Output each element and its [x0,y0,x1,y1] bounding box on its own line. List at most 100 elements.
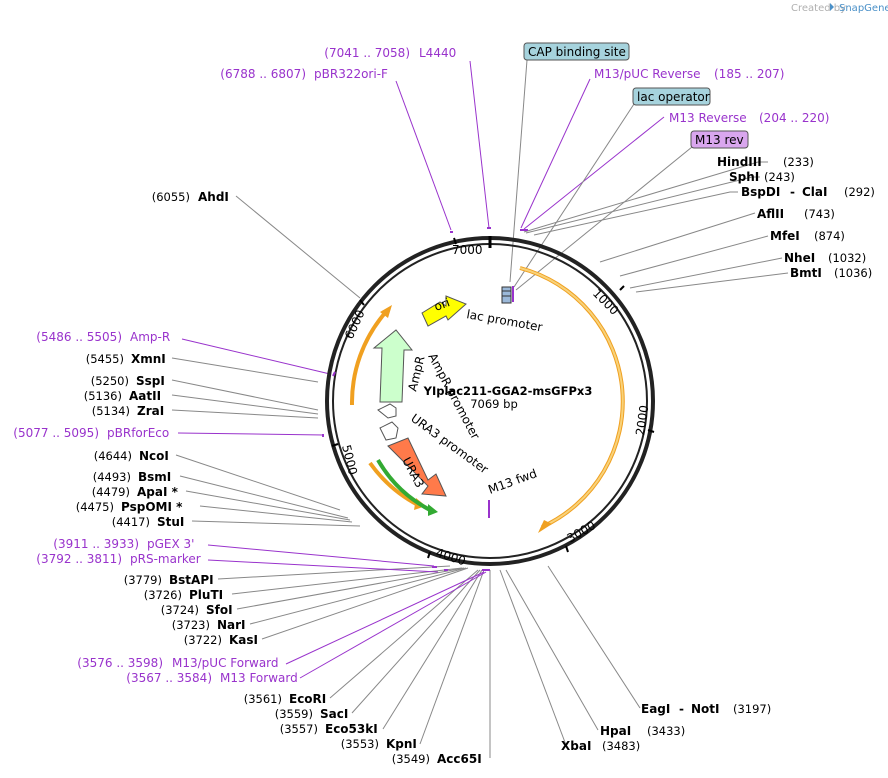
site-leader-lines [171,161,789,758]
feat-m13-forward: M13 Forward [220,671,298,685]
site-hpai-pos: (3433) [647,724,685,738]
site-stui-pos: (4417) [112,515,150,529]
ampr-orf-arrowhead [380,305,392,318]
feat-amp-r: Amp-R [130,330,170,344]
ampr-promoter-arrow [377,403,397,419]
lac-region-marker [501,286,514,304]
ura3-orf-arc [368,461,419,507]
plasmid-name: YIplac211-GGA2-msGFPx3 [423,384,593,398]
site-eco53ki: Eco53kI [325,722,378,736]
cap-binding-site-label: CAP binding site [528,45,626,59]
feat-m13puc-reverse-range: (185 .. 207) [714,67,784,81]
site-kpni-pos: (3553) [341,737,379,751]
right-site-labels: HindIII (233) SphI (243) BspDI - ClaI (2… [717,155,875,280]
site-ncoi: NcoI [139,449,169,463]
tick-2000: 2000 [633,404,651,436]
site-xmni-pos: (5455) [86,352,124,366]
site-pluti: PluTI [189,588,223,602]
feat-pbrforeco: pBRforEco [107,426,169,440]
m13-fwd-label: M13 fwd [486,466,539,497]
site-sfoi: SfoI [206,603,233,617]
feat-m13puc-forward: M13/pUC Forward [172,656,279,670]
site-bspdi: BspDI [741,185,780,199]
site-noti-pos: (3197) [733,702,771,716]
feature-leader-lines [177,60,665,679]
orf-arcs [349,266,625,533]
lac-promoter-label: lac promoter [465,307,543,334]
snapgene-logo-icon [830,3,834,11]
site-aflii-pos: (743) [804,207,835,221]
feat-pbr322ori: pBR322ori-F [314,67,388,81]
tick-marks [331,237,655,559]
site-zrai-pos: (5134) [92,404,130,418]
site-sphi-pos: (243) [764,170,795,184]
site-kpni: KpnI [386,737,417,751]
site-mfei: MfeI [770,229,800,243]
created-by-text: Created by [791,3,846,14]
site-aflii: AflII [757,207,784,221]
site-xbai: XbaI [561,739,591,753]
site-aatii: AatII [129,389,161,403]
feat-pgex3-range: (3911 .. 3933) [53,537,139,551]
feat-prs-marker: pRS-marker [130,552,201,566]
site-nhei: NheI [784,251,815,265]
site-ncoi-pos: (4644) [94,449,132,463]
ura3-green-arrowhead [428,504,438,516]
site-sphi: SphI [729,170,759,184]
site-clai: ClaI [802,185,827,199]
site-saci: SacI [320,707,348,721]
site-eagi-sep: - [679,702,684,716]
site-stui: StuI [157,515,184,529]
tick-3000: 3000 [565,518,598,545]
ampr-arrow [372,329,414,403]
snapgene-brand: SnapGene [839,3,888,14]
large-orf-arc-inner [519,267,624,528]
site-sfoi-pos: (3724) [161,603,199,617]
feat-m13puc-forward-range: (3576 .. 3598) [77,656,163,670]
feat-l4440-range: (7041 .. 7058) [324,46,410,60]
boxed-feature-cap: CAP binding site [523,42,630,61]
site-clai-pos: (292) [844,185,875,199]
ura3-promoter-arrow [379,421,399,441]
site-noti: NotI [691,702,720,716]
site-ahdi: AhdI [198,190,229,204]
feat-prs-marker-range: (3792 .. 3811) [36,552,122,566]
ampr-orf-arc [349,311,387,406]
site-acc65i-pos: (3549) [392,752,430,766]
feat-pgex3: pGEX 3' [147,537,194,551]
site-nhei-pos: (1032) [828,251,866,265]
site-bsmi-pos: (4493) [93,470,131,484]
lac-operator-label: lac operator [637,90,710,104]
site-ecori: EcoRI [289,692,326,706]
feat-m13-forward-range: (3567 .. 3584) [126,671,212,685]
site-hindiii: HindIII [717,155,762,169]
site-saci-pos: (3559) [275,707,313,721]
boxed-feature-m13rev: M13 rev [690,130,749,149]
site-xmni: XmnI [131,352,166,366]
feat-l4440: L4440 [419,46,456,60]
site-sspi: SspI [136,374,165,388]
site-acc65i: Acc65I [437,752,482,766]
site-apai-pos: (4479) [92,485,130,499]
site-nari: NarI [217,618,246,632]
feat-m13puc-reverse: M13/pUC Reverse [594,67,701,81]
tick-4000: 4000 [434,546,467,569]
feature-labels: (7041 .. 7058) L4440 (6788 .. 6807) pBR3… [13,46,829,685]
site-eagi: EagI [641,702,670,716]
site-bstapi-pos: (3779) [124,573,162,587]
ura3-arrow [387,437,447,497]
site-bspdi-sep: - [790,185,795,199]
site-xbai-pos: (3483) [602,739,640,753]
site-bstapi: BstAPI [169,573,214,587]
site-nari-pos: (3723) [172,618,210,632]
site-hindiii-pos: (233) [783,155,814,169]
plasmid-size: 7069 bp [470,397,518,411]
ori-arrow [421,295,467,327]
tick-1000: 1000 [590,286,621,317]
site-zrai: ZraI [137,404,164,418]
feat-m13-reverse: M13 Reverse [669,111,747,125]
site-sspi-pos: (5250) [91,374,129,388]
ura3-green-arc [376,459,431,512]
site-aatii-pos: (5136) [84,389,122,403]
site-kasi: KasI [229,633,258,647]
